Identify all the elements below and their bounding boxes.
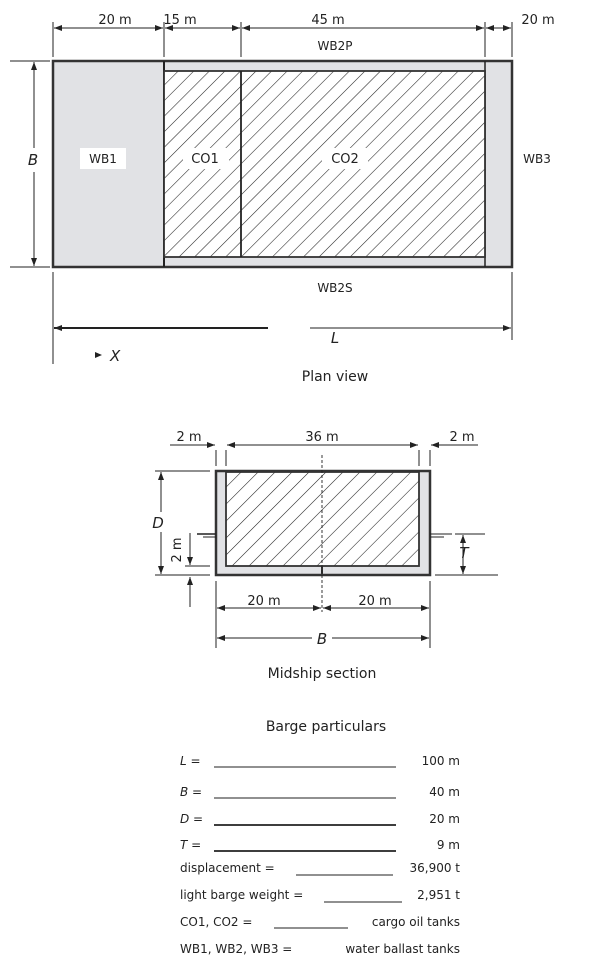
row-label-ballast-tanks: WB1, WB2, WB3 = — [180, 942, 292, 956]
row-value-d: 20 m — [429, 812, 460, 826]
row-label-l: L = — [180, 754, 201, 768]
draught-symbol: T — [459, 544, 470, 562]
row-label-b: B = — [180, 785, 202, 799]
depth-symbol: D — [152, 514, 164, 532]
x-axis-symbol: X — [109, 347, 121, 365]
row-label-cargo-tanks: CO1, CO2 = — [180, 915, 252, 929]
particulars-title: Barge particulars — [266, 719, 386, 735]
length-symbol: L — [331, 329, 339, 347]
row-label-t: T = — [180, 838, 201, 852]
dim-wb3-length: 20 m — [521, 13, 554, 28]
row-value-l: 100 m — [422, 754, 460, 768]
dim-bottom: 2 m — [170, 537, 185, 562]
cargo-section-hatched — [225, 471, 420, 567]
dim-side-left: 2 m — [176, 430, 201, 445]
label-co2: CO2 — [331, 152, 359, 167]
dim-side-right: 2 m — [449, 430, 474, 445]
row-value-displacement: 36,900 t — [409, 861, 460, 875]
top-dimensions: 20 m 15 m 45 m 20 m — [52, 13, 555, 57]
waterline-icon — [197, 533, 452, 538]
plan-view: 20 m 15 m 45 m 20 m WB2P B WB1 CO1 CO2 W… — [10, 13, 560, 385]
label-wb1: WB1 — [89, 152, 117, 166]
row-value-b: 40 m — [429, 785, 460, 799]
x-axis-arrow-icon — [95, 352, 102, 358]
row-value-cargo-tanks: cargo oil tanks — [372, 915, 460, 929]
barge-particulars: Barge particulars L = 100 m B = 40 m D =… — [180, 719, 460, 956]
label-wb2s: WB2S — [317, 281, 352, 295]
breadth-symbol: B — [28, 151, 38, 169]
dim-cargo-width: 36 m — [305, 430, 338, 445]
plan-view-title: Plan view — [302, 369, 368, 385]
midship-section: 2 m 36 m 2 m D 2 m T 20 m 20 m — [152, 430, 498, 682]
dim-half-left: 20 m — [247, 594, 280, 609]
row-value-t: 9 m — [437, 838, 460, 852]
dim-co2-length: 45 m — [311, 13, 344, 28]
row-label-displacement: displacement = — [180, 861, 275, 875]
breadth-symbol-section: B — [317, 630, 327, 648]
label-wb2p: WB2P — [318, 39, 353, 53]
row-value-ballast-tanks: water ballast tanks — [345, 942, 460, 956]
row-label-light-weight: light barge weight = — [180, 888, 303, 902]
dim-half-right: 20 m — [358, 594, 391, 609]
midship-section-title: Midship section — [268, 666, 377, 682]
label-wb3: WB3 — [523, 152, 551, 166]
label-co1: CO1 — [191, 152, 219, 167]
dim-co1-length: 15 m — [163, 13, 196, 28]
dim-wb1-length: 20 m — [98, 13, 131, 28]
row-label-d: D = — [180, 812, 203, 826]
row-value-light-weight: 2,951 t — [417, 888, 460, 902]
